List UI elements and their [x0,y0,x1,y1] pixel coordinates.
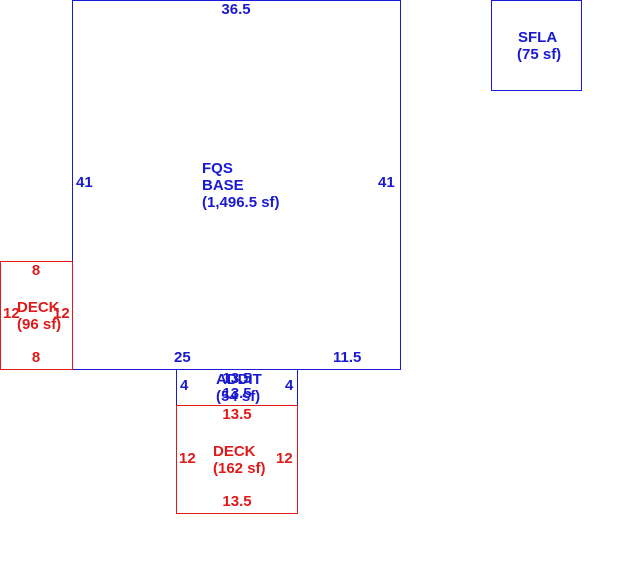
deck-west-outline[interactable] [0,261,73,370]
base-top-dimension: 36.5 [221,1,251,18]
addit-left-dimension: 4 [180,377,189,394]
sfla-name-label: SFLA [518,29,558,46]
sfla-box-outline[interactable] [491,0,582,91]
base-right-dimension: 41 [378,174,395,191]
deck-west-left-dimension: 12 [3,305,20,322]
addit-name-label: ADDIT [216,371,262,388]
deck-south-name-label: DECK [213,443,256,460]
deck-south-area-label: (162 sf) [213,460,266,477]
deck-west-right-dimension: 12 [53,305,70,322]
addit-top-dimension: 13.5 [222,370,252,387]
addit-area-label: (54 sf) [216,388,261,405]
addit-bottom-dimension: 13.5 [222,385,252,402]
base-bottom-right-dimension: 11.5 [333,349,362,366]
sfla-area-label: (75 sf) [517,46,562,63]
addit-right-dimension: 4 [285,377,294,394]
base-name-label: BASE [202,177,244,194]
base-left-dimension: 41 [76,174,93,191]
deck-west-top-dimension: 8 [31,262,41,279]
deck-south-outline[interactable] [176,405,298,514]
deck-south-left-dimension: 12 [179,450,196,467]
deck-south-right-dimension: 12 [276,450,293,467]
deck-south-bottom-dimension: 13.5 [222,493,252,510]
deck-west-area-label: (96 sf) [17,316,62,333]
deck-south-top-dimension: 13.5 [222,406,252,423]
base-code-label: FQS [202,160,233,177]
deck-west-bottom-dimension: 8 [31,349,41,366]
base-area-label: (1,496.5 sf) [202,194,280,211]
deck-west-name-label: DECK [17,299,60,316]
base-bottom-left-dimension: 25 [174,349,191,366]
